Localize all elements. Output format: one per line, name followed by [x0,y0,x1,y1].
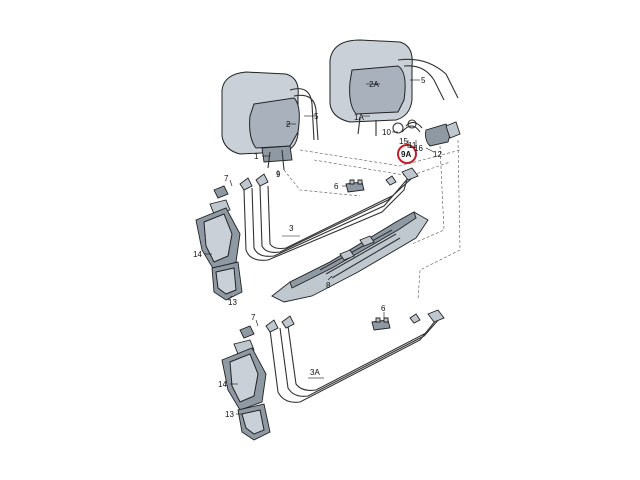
bracket-upper [195,185,243,301]
tank-front [221,71,319,171]
callout-11: 11 [408,141,417,150]
callout-14-upper: 14 [193,250,202,259]
hose-bundle-lower [265,309,445,403]
callout-7-lower: 7 [251,313,256,322]
highlight-ring-9a [397,144,417,164]
callout-2a: 2A [369,80,379,89]
callout-7-upper: 7 [224,174,229,183]
clip-6-upper [345,179,365,193]
callout-15: 15 [399,137,408,146]
bracket-lower [221,325,271,441]
callout-13-lower: 13 [225,410,234,419]
callout-10: 10 [382,128,391,137]
callout-5-front: 5 [314,112,319,121]
callout-8: 8 [326,281,331,290]
callout-6-lower: 6 [381,304,386,313]
callout-9a: 9A [401,150,411,159]
leader-lines [204,79,435,415]
callout-9: 9 [276,170,281,179]
callout-5-rear: 5 [421,76,426,85]
callout-2: 2 [286,120,291,129]
tank-rear [329,39,459,136]
pump-unit [392,119,461,147]
clip-6-lower [371,317,391,331]
callout-6-upper: 6 [334,182,339,191]
callout-1a: 1A [354,113,364,122]
callout-3a: 3A [310,368,320,377]
callout-13-upper: 13 [228,298,237,307]
callout-12: 12 [433,150,442,159]
underbody-guard [271,211,429,303]
callout-16: 16 [414,144,423,153]
callout-14-lower: 14 [218,380,227,389]
callout-1: 1 [254,152,259,161]
hose-bundle-upper [239,167,419,261]
callout-3: 3 [289,224,294,233]
